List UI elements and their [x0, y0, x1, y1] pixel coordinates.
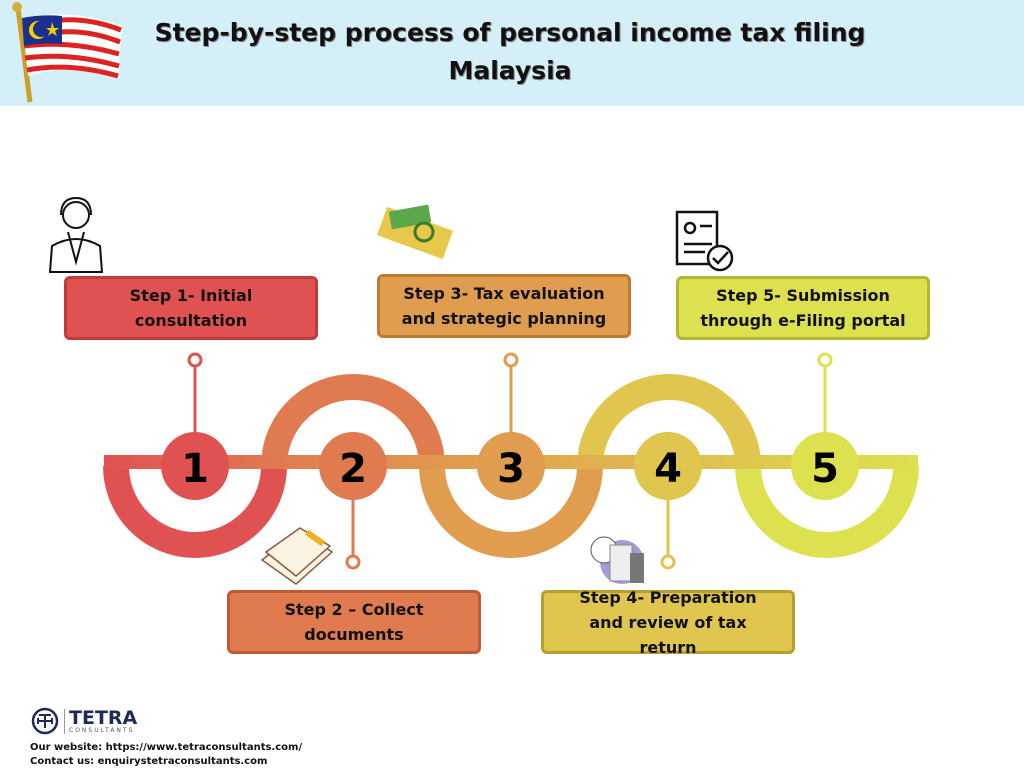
page-title: Step-by-step process of personal income …	[130, 14, 890, 90]
step-2-card: Step 2 – Collect documents	[227, 590, 481, 654]
tetra-logo: TETRA CONSULTANTS	[30, 706, 137, 736]
step-1-card: Step 1- Initial consultation	[64, 276, 318, 340]
contact-text: Contact us: enquirystetraconsultants.com	[30, 756, 268, 767]
step-2-label: Step 2 – Collect documents	[284, 600, 424, 644]
step-number-3: 3	[497, 446, 525, 492]
step-circle-3	[477, 432, 545, 500]
connector-dot-4	[660, 554, 676, 570]
arc-5	[735, 465, 919, 558]
brand-subtitle: CONSULTANTS	[69, 726, 135, 734]
connector-dot-3	[503, 352, 519, 368]
step-4-card: Step 4- Preparation and review of tax re…	[541, 588, 795, 657]
step-circle-1	[161, 432, 229, 500]
step-number-1: 1	[181, 446, 209, 492]
connector-dot-2	[345, 554, 361, 570]
step-5-label: Step 5- Submission through e-Filing port…	[700, 286, 906, 330]
arc-4	[577, 374, 761, 467]
step-1-label: Step 1- Initial consultation	[129, 286, 253, 330]
brand-name: TETRA	[69, 706, 138, 729]
step-5-card: Step 5- Submission through e-Filing port…	[676, 276, 930, 340]
calculator-clock-icon	[590, 536, 644, 584]
step-4-label: Step 4- Preparation and review of tax re…	[579, 587, 757, 657]
tetra-logo-icon	[31, 707, 59, 735]
step-number-2: 2	[339, 446, 367, 492]
connector-dot-5	[817, 352, 833, 368]
header-banner: Step-by-step process of personal income …	[0, 0, 1024, 106]
consultant-headset-icon	[48, 196, 104, 273]
document-check-icon	[675, 210, 734, 272]
step-circle-4	[634, 432, 702, 500]
step-circle-2	[319, 432, 387, 500]
arc-3	[419, 465, 603, 558]
connector-dot-1	[187, 352, 203, 368]
step-3-label: Step 3- Tax evaluation and strategic pla…	[401, 284, 607, 328]
malaysia-flag-icon	[12, 2, 122, 103]
documents-stack-icon	[260, 527, 334, 585]
arc-1	[103, 465, 287, 558]
step-circle-5	[791, 432, 859, 500]
step-number-4: 4	[654, 446, 682, 492]
website-text: Our website: https://www.tetraconsultant…	[30, 742, 303, 753]
step-3-card: Step 3- Tax evaluation and strategic pla…	[377, 274, 631, 338]
money-magnifier-icon	[376, 204, 454, 260]
arc-2	[261, 374, 445, 467]
title-line-1: Step-by-step process of personal income …	[154, 18, 866, 47]
step-number-5: 5	[811, 446, 839, 492]
title-line-2: Malaysia	[448, 56, 572, 85]
